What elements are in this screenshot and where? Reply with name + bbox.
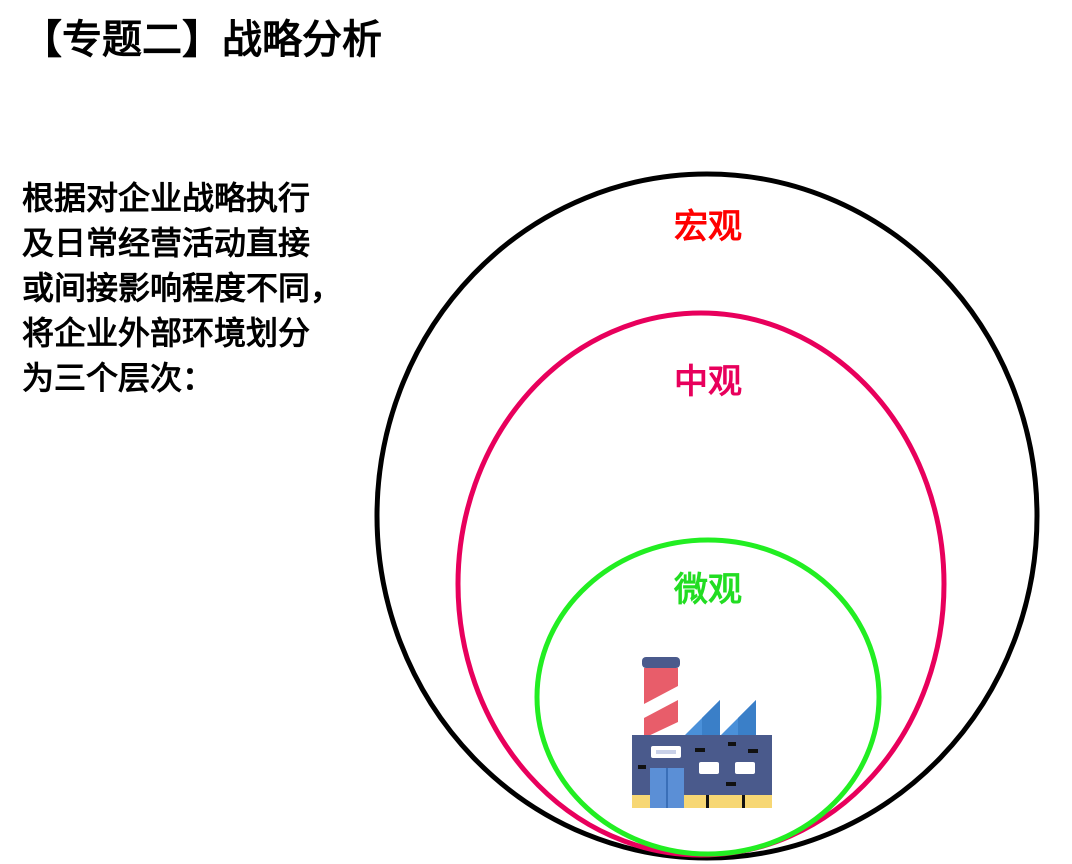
macro-label: 宏观 (674, 207, 742, 247)
description-line: 或间接影响程度不同， (22, 269, 343, 307)
factory-icon (632, 657, 772, 808)
description-text: 根据对企业战略执行 及日常经营活动直接 或间接影响程度不同， 将企业外部环境划分… (22, 176, 402, 401)
meso-label: 中观 (674, 362, 742, 402)
page-title: 【专题二】战略分析 (22, 17, 382, 63)
description-line: 根据对企业战略执行 (22, 179, 311, 217)
description-line: 为三个层次： (22, 359, 215, 397)
macro-ring (374, 171, 1040, 861)
micro-ring (534, 537, 882, 857)
description-line: 将企业外部环境划分 (22, 314, 311, 352)
description-line: 及日常经营活动直接 (22, 224, 311, 262)
micro-label: 微观 (673, 570, 742, 610)
